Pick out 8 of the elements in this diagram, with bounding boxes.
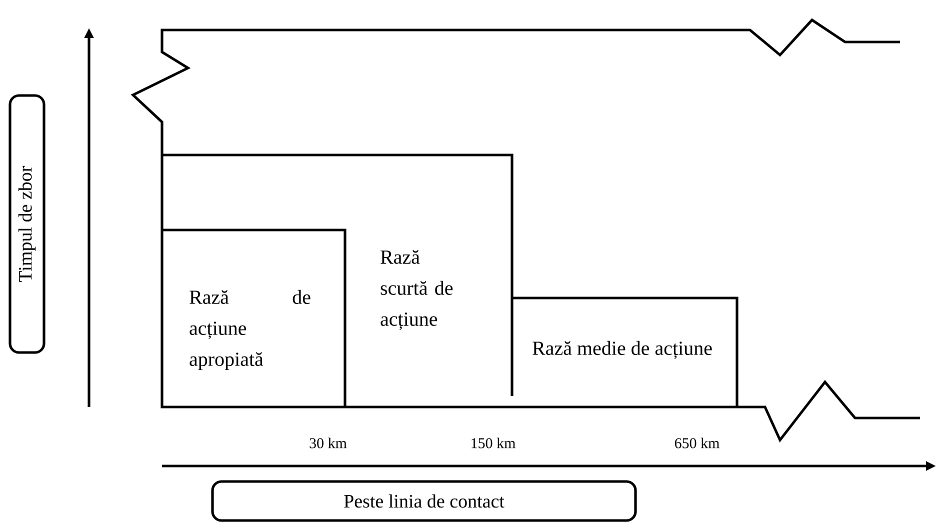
range-label: Rază de acțiune apropiată [190, 290, 310, 370]
axis-label-box: Peste linia de contact [211, 480, 637, 522]
distance-label: 150 km [472, 438, 516, 448]
range-label: Rază scurtă de acțiune [380, 250, 453, 330]
distance-label: 650 km [674, 438, 720, 448]
distance-label: 30 km [310, 438, 347, 448]
range-label: Rază medie de acțiune [532, 340, 712, 360]
axis-label-box: Timpul de zbor [8, 94, 46, 354]
